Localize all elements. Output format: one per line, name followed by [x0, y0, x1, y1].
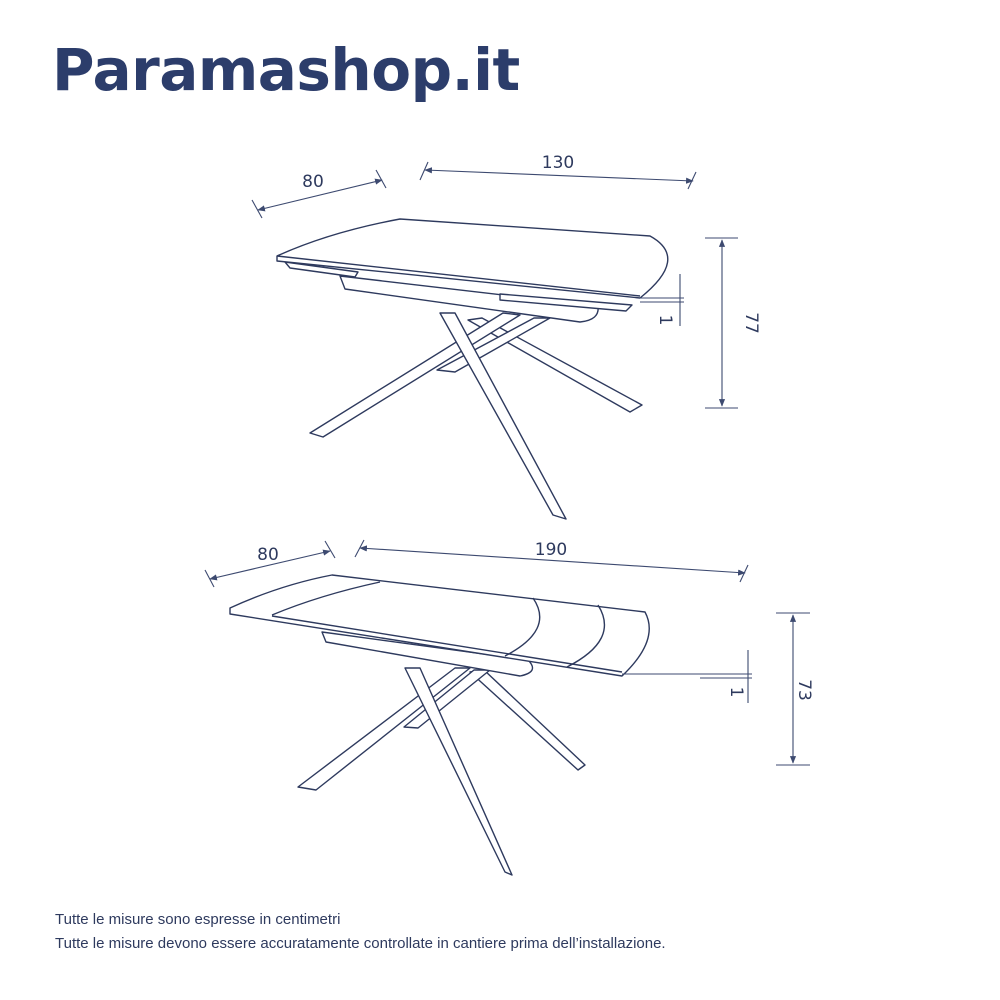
closed-table-drawing: [276, 218, 669, 520]
leg-front-center: [439, 312, 567, 520]
table-top: [229, 574, 650, 677]
extension-leaf-left: [284, 261, 359, 278]
leaf-seam-2: [566, 604, 606, 668]
extended-thickness-label: 1: [726, 687, 746, 698]
closed-depth-label: 80: [302, 172, 324, 192]
extended-depth-label: 80: [257, 545, 279, 565]
leg-back-right: [469, 669, 586, 771]
table-top: [276, 218, 669, 299]
extended-length-label: 190: [535, 540, 567, 560]
closed-length-label: 130: [542, 153, 574, 173]
extended-height-label: 73: [794, 679, 814, 701]
leaf-seam-1: [504, 597, 541, 657]
extension-leaf-right: [499, 293, 633, 312]
note-verify: Tutte le misure devono essere accuratame…: [55, 935, 666, 952]
leg-front-center: [404, 667, 513, 876]
extended-table-dimensions: 80 190 73 1: [204, 539, 814, 766]
extended-table-drawing: [229, 574, 650, 876]
closed-table-dimensions: 80 130 77 1: [251, 153, 761, 409]
leaf-seam-left: [271, 581, 381, 616]
leg-back-right: [467, 317, 643, 413]
note-units: Tutte le misure sono espresse in centime…: [55, 911, 341, 928]
closed-height-label: 77: [741, 312, 761, 334]
closed-thickness-label: 1: [655, 315, 675, 326]
brand-logo: Paramashop.it: [52, 36, 520, 104]
